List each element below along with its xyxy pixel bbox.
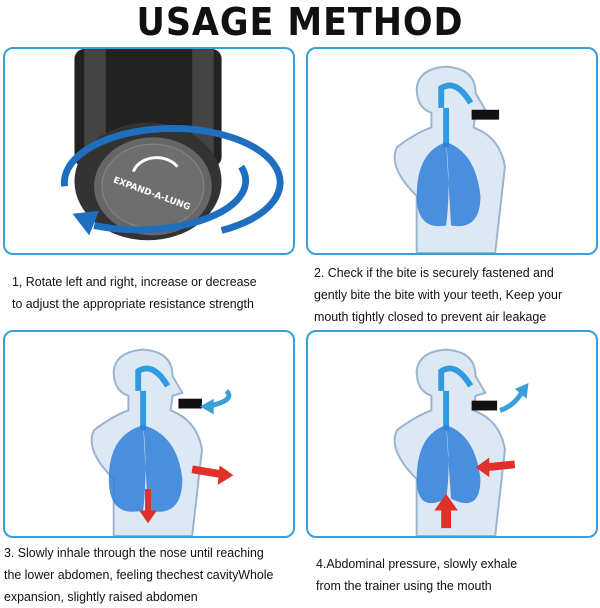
caption-line: mouth tightly closed to prevent air leak…	[314, 309, 547, 324]
exhale-arrow-icon	[499, 389, 525, 413]
page-title: USAGE METHOD	[136, 0, 464, 44]
caption-line: 2. Check if the bite is securely fastene…	[314, 265, 554, 280]
step-4-caption: 4.Abdominal pressure, slowly exhale from…	[316, 553, 517, 597]
compress-arrow-icon	[484, 460, 516, 472]
step-4-image	[306, 330, 598, 538]
step-2-caption: 2. Check if the bite is securely fastene…	[314, 262, 562, 328]
caption-line: the lower abdomen, feeling thechest cavi…	[4, 567, 274, 582]
caption-line: from the trainer using the mouth	[316, 578, 492, 593]
step-3-caption: 3. Slowly inhale through the nose until …	[4, 542, 273, 608]
rotate-arrow-icon	[72, 210, 99, 236]
caption-line: gently bite the bite with your teeth, Ke…	[314, 287, 563, 302]
caption-line: 1, Rotate left and right, increase or de…	[12, 274, 257, 289]
caption-line: expansion, slightly raised abdomen	[4, 589, 198, 604]
step-2-image	[306, 47, 598, 255]
lungs	[416, 142, 481, 227]
mouthpiece	[471, 109, 500, 120]
expand-arrow-icon	[191, 465, 223, 479]
caption-line: 4.Abdominal pressure, slowly exhale	[316, 556, 518, 571]
body-illustration	[393, 65, 506, 253]
step-3-image	[3, 330, 295, 538]
caption-line: to adjust the appropriate resistance str…	[12, 296, 254, 311]
step-1-caption: 1, Rotate left and right, increase or de…	[12, 271, 257, 315]
inhale-illustration	[90, 348, 234, 536]
caption-line: 3. Slowly inhale through the nose until …	[4, 545, 264, 560]
trainer-device-illustration: EXPAND-A-LUNG	[60, 49, 284, 241]
exhale-illustration	[393, 348, 529, 536]
step-1-image: EXPAND-A-LUNG	[3, 47, 295, 255]
